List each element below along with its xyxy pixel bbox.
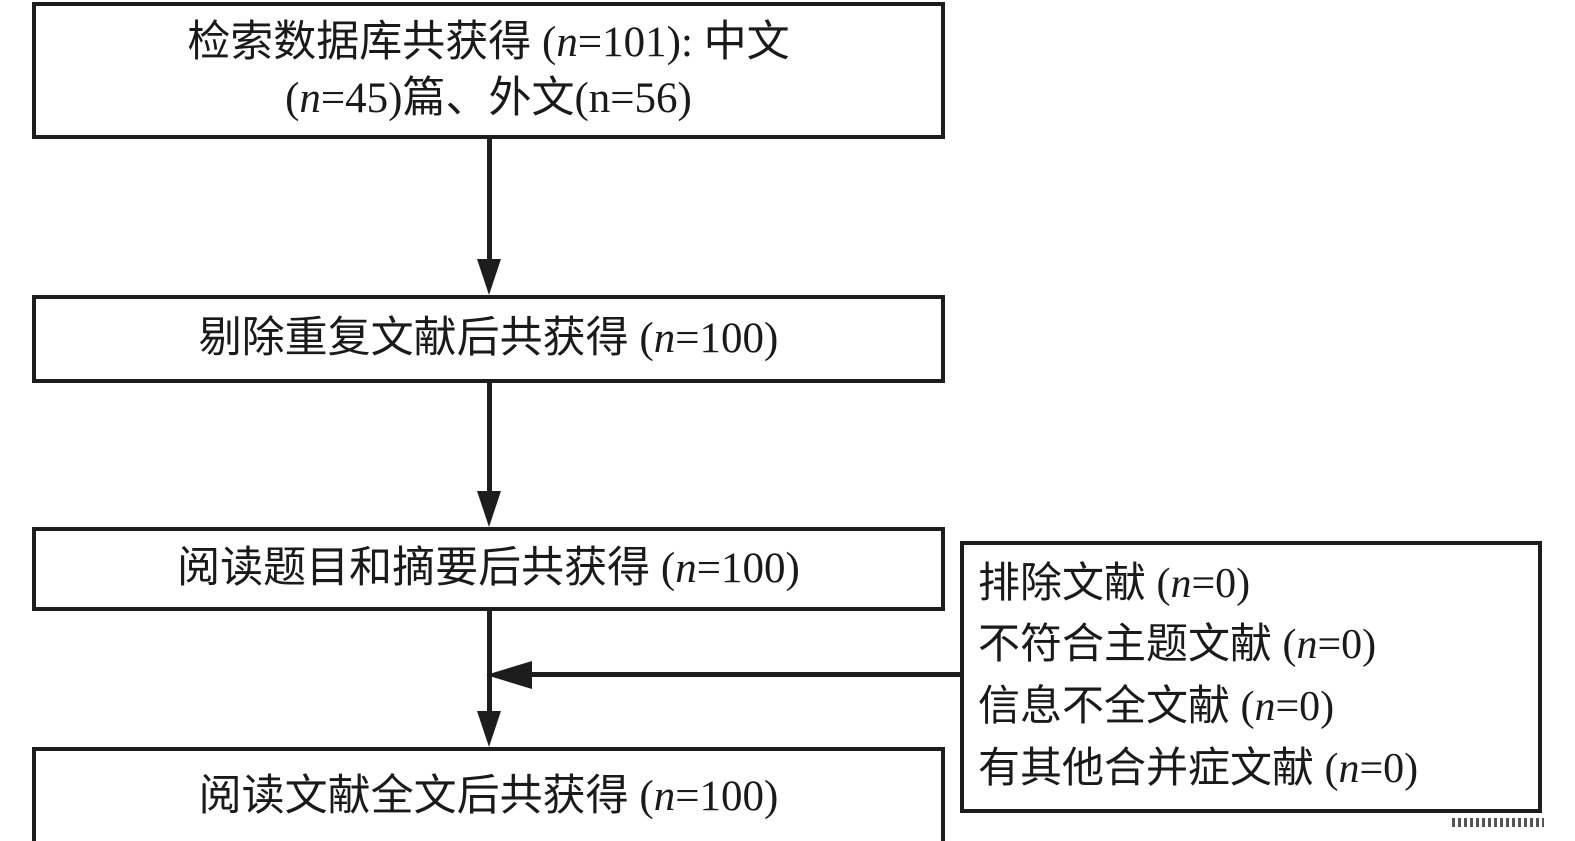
box-database-search-line-1: 检索数据库共获得 (n=101): 中文 <box>187 15 789 70</box>
italic-n: n <box>556 19 578 67</box>
connector-line-dedup-to-abstract <box>487 381 492 492</box>
text-segment: =0) <box>1359 745 1419 792</box>
box-after-fulltext-reading: 阅读文献全文后共获得 (n=100) <box>32 747 945 841</box>
text-segment: 信息不全文献 ( <box>978 684 1255 730</box>
arrow-head-down-icon <box>477 491 501 527</box>
italic-n: n <box>299 74 321 122</box>
text-segment: =45)篇、外文(n=56) <box>320 74 692 122</box>
box-after-deduplication: 剔除重复文献后共获得 (n=100) <box>32 295 945 383</box>
arrow-head-down-icon <box>477 259 501 295</box>
excluded-line-4: 有其他合并症文献 (n=0) <box>964 739 1418 801</box>
text-segment: 排除文献 ( <box>978 560 1171 607</box>
box-database-search-line-2: (n=45)篇、外文(n=56) <box>285 71 692 126</box>
text-segment: =0) <box>1317 622 1377 669</box>
italic-n: n <box>1254 684 1276 730</box>
excluded-line-1: 排除文献 (n=0) <box>964 554 1250 616</box>
text-segment: =100) <box>675 773 779 821</box>
scan-artifact <box>1452 818 1544 827</box>
text-segment: 有其他合并症文献 ( <box>978 745 1339 792</box>
connector-line-excluded-to-spine <box>531 672 961 677</box>
arrow-head-left-icon <box>486 661 532 689</box>
box-after-deduplication-line-1: 剔除重复文献后共获得 (n=100) <box>199 311 779 366</box>
text-segment: =100) <box>675 315 779 363</box>
arrow-head-down-icon <box>477 711 501 747</box>
connector-line-search-to-dedup <box>487 137 492 262</box>
text-segment: =0) <box>1191 560 1251 607</box>
italic-n: n <box>653 315 676 363</box>
excluded-line-2: 不符合主题文献 (n=0) <box>964 615 1376 677</box>
box-after-title-abstract-screening-line-1: 阅读题目和摘要后共获得 (n=100) <box>177 541 800 596</box>
text-segment: =101): 中文 <box>577 19 790 67</box>
text-segment: 检索数据库共获得 ( <box>187 19 557 67</box>
italic-n: n <box>653 773 676 821</box>
text-segment: 阅读题目和摘要后共获得 ( <box>177 545 676 593</box>
text-segment: =0) <box>1275 684 1335 730</box>
italic-n: n <box>1338 745 1360 792</box>
box-after-fulltext-reading-line-1: 阅读文献全文后共获得 (n=100) <box>199 769 779 824</box>
text-segment: ( <box>285 74 300 122</box>
italic-n: n <box>1170 560 1192 607</box>
text-segment: 阅读文献全文后共获得 ( <box>198 773 654 821</box>
italic-n: n <box>1296 622 1318 669</box>
excluded-line-3: 信息不全文献 (n=0) <box>964 677 1334 739</box>
text-segment: =100) <box>696 545 800 593</box>
box-after-title-abstract-screening: 阅读题目和摘要后共获得 (n=100) <box>32 527 945 611</box>
box-database-search: 检索数据库共获得 (n=101): 中文 (n=45)篇、外文(n=56) <box>32 2 945 139</box>
text-segment: 不符合主题文献 ( <box>978 622 1297 669</box>
box-excluded-literature: 排除文献 (n=0) 不符合主题文献 (n=0) 信息不全文献 (n=0) 有其… <box>960 541 1542 813</box>
italic-n: n <box>675 545 697 593</box>
text-segment: 剔除重复文献后共获得 ( <box>198 315 654 363</box>
